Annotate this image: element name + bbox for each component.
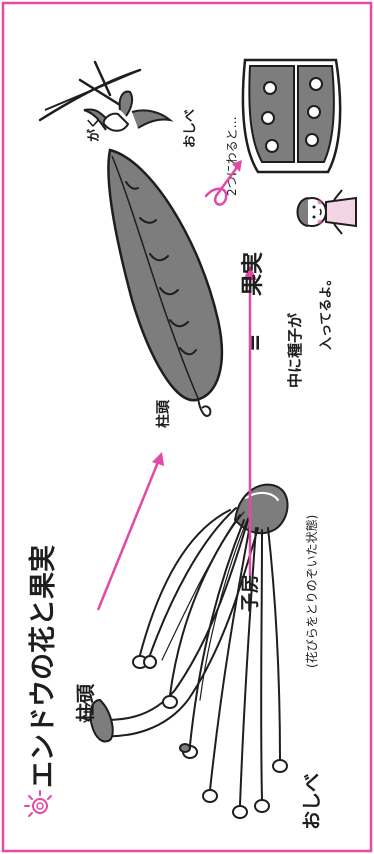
stigma-label-pod: 柱頭 (155, 399, 172, 428)
stigma-label-flower: 柱頭 (74, 683, 97, 722)
equals-sign: = (243, 334, 268, 352)
anthers (133, 656, 287, 818)
sepal-label: がく (86, 116, 102, 142)
stamen-label-pod: おしべ (183, 109, 198, 148)
pea-flower-illustration (84, 485, 288, 818)
seeds-caption-line2: 入ってるよ。 (319, 273, 334, 350)
sun-icon (25, 791, 51, 816)
stamen-label-flower: おしべ (301, 773, 323, 830)
split-caption: 2つにわると… (225, 116, 239, 196)
stigma-arrow (98, 462, 158, 610)
ovary-note: (花びらをとりのぞいた状態) (304, 515, 319, 668)
pod-body (108, 150, 221, 400)
ovary-label: 子房 (238, 574, 261, 612)
pod-stigma-tail (198, 398, 210, 416)
ovary-shape (235, 485, 288, 534)
page-title: エンドウの花と果実 (27, 545, 59, 788)
opened-pod-illustration (243, 60, 340, 172)
fruit-label: 果実 (240, 252, 266, 296)
seeds-caption-line1: 中に種子が (286, 312, 304, 388)
child-figure (298, 190, 357, 234)
